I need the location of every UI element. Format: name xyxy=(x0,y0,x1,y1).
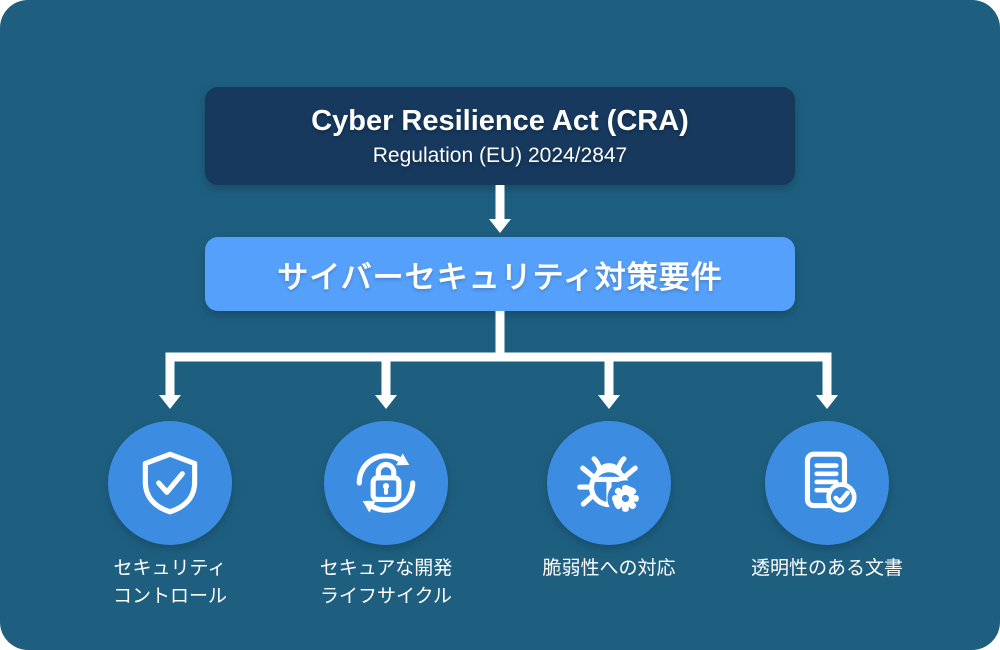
item-security-controls: セキュリティ コントロール xyxy=(60,421,280,610)
requirements-label: サイバーセキュリティ対策要件 xyxy=(277,259,723,295)
document-check-icon xyxy=(804,451,857,513)
icon-circle xyxy=(765,421,889,545)
icon-circle xyxy=(108,421,232,545)
lock-lifecycle-icon xyxy=(356,453,416,513)
shield-check-icon xyxy=(142,451,198,515)
cra-title-box: Cyber Resilience Act (CRA) Regulation (E… xyxy=(205,87,795,185)
item-secure-lifecycle: セキュアな開発 ライフサイクル xyxy=(276,421,496,610)
item-vulnerability-handling: 脆弱性への対応 xyxy=(499,421,719,583)
item-label: セキュリティ コントロール xyxy=(112,558,227,607)
bug-gear-icon xyxy=(577,456,644,517)
cra-title: Cyber Resilience Act (CRA) xyxy=(311,105,689,138)
icon-circle xyxy=(324,421,448,545)
item-transparent-documentation: 透明性のある文書 xyxy=(717,421,937,583)
icon-circle xyxy=(547,421,671,545)
item-label: セキュアな開発 ライフサイクル xyxy=(319,558,453,607)
item-label: 透明性のある文書 xyxy=(750,558,903,579)
cra-subtitle: Regulation (EU) 2024/2847 xyxy=(372,143,628,167)
item-label: 脆弱性への対応 xyxy=(542,558,676,579)
requirements-box: サイバーセキュリティ対策要件 xyxy=(205,237,795,311)
